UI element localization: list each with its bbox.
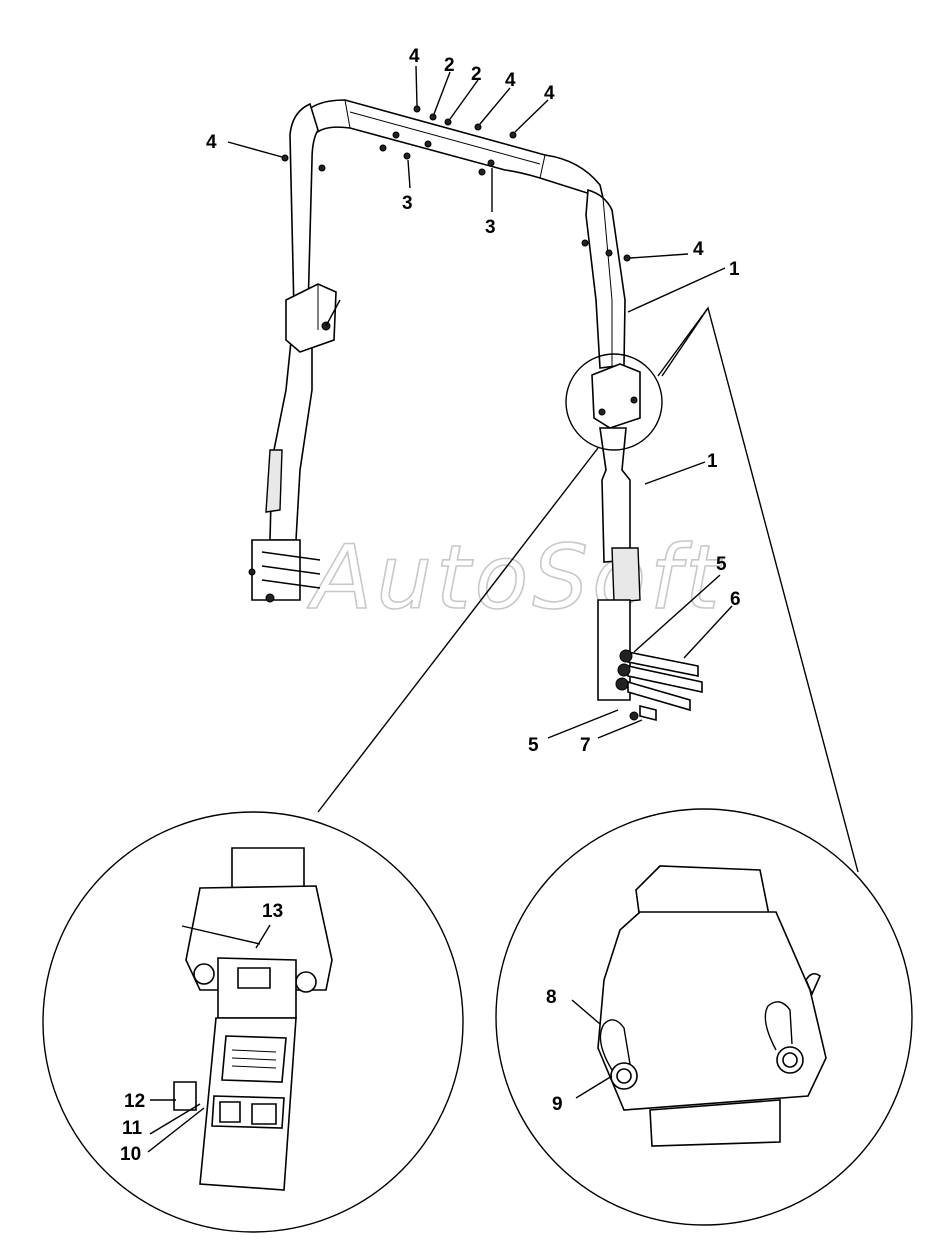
callout-6: 6: [730, 589, 741, 610]
callout-5: 5: [716, 554, 727, 575]
callout-1: 1: [707, 451, 718, 472]
callout-3: 3: [402, 193, 413, 214]
callout-2: 2: [444, 55, 455, 76]
detail-view-right: [495, 808, 913, 1226]
callout-labels: 4 2 2 4 4 4 3 3 4 1 1 5 6 5 7 13 12 11 1…: [120, 46, 741, 1165]
callout-10: 10: [120, 1144, 141, 1165]
callout-12: 12: [124, 1091, 145, 1112]
callout-13: 13: [262, 901, 283, 922]
callout-4: 4: [206, 132, 217, 153]
detail-indicators: [317, 306, 859, 873]
callout-4: 4: [505, 70, 516, 91]
callout-5: 5: [528, 735, 539, 756]
leader-lines: [227, 65, 733, 739]
callout-11: 11: [122, 1118, 143, 1139]
callout-3: 3: [485, 217, 496, 238]
roll-bar-frame: [248, 99, 703, 722]
callout-2: 2: [471, 64, 482, 85]
watermark: AutoSoft: [307, 526, 724, 629]
callout-7: 7: [580, 735, 591, 756]
callout-9: 9: [552, 1094, 563, 1115]
callout-4: 4: [409, 46, 420, 67]
callout-1: 1: [729, 259, 740, 280]
callout-8: 8: [546, 987, 557, 1008]
callout-4: 4: [693, 239, 704, 260]
callout-4: 4: [544, 83, 555, 104]
detail-view-left: [42, 811, 464, 1233]
